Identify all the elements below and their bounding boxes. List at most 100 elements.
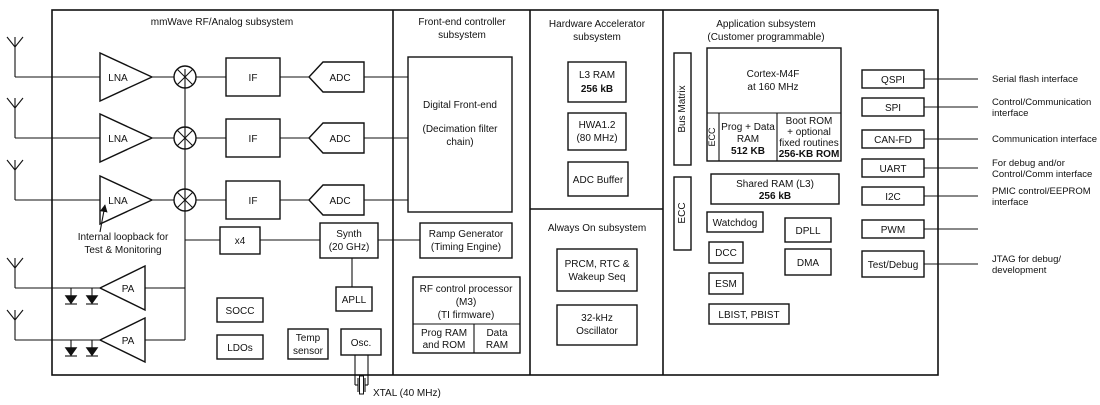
prog-data-ram-label-2: RAM xyxy=(737,134,759,145)
osc-label: Osc. xyxy=(351,338,372,349)
interface-name: UART xyxy=(879,164,906,175)
dfe-label-3: (Decimation filter xyxy=(422,124,498,135)
esm-label: ESM xyxy=(715,279,737,290)
boot-rom-label-1: Boot ROM xyxy=(786,116,833,127)
synth-label-1: Synth xyxy=(336,229,362,240)
dfe-label-4: chain) xyxy=(446,137,473,148)
ecc-block-left xyxy=(673,176,692,251)
interface-description: Serial flash interface xyxy=(992,74,1078,85)
ecc-label-inner: ECC xyxy=(707,127,717,147)
prcm-label-2: Wakeup Seq xyxy=(569,272,626,283)
bus-matrix-label: Bus Matrix xyxy=(677,85,688,132)
transmit-chains: PA PA xyxy=(6,257,170,364)
rf-control-processor-block xyxy=(412,276,521,354)
apll-block xyxy=(335,286,373,312)
lna-amplifier-icon xyxy=(99,174,154,226)
loopback-note-2: Test & Monitoring xyxy=(84,245,161,256)
l3-ram-size: 256 kB xyxy=(581,84,613,95)
l3-ram-label: L3 RAM xyxy=(579,70,615,81)
interface-name: CAN-FD xyxy=(874,135,912,146)
socc-block xyxy=(216,297,264,323)
interface-description: Communication interface xyxy=(992,134,1097,145)
rx-antenna-icon xyxy=(6,36,24,59)
socc-label: SOCC xyxy=(226,306,255,317)
shared-ram-size: 256 kB xyxy=(759,191,791,202)
hwa-subsystem-title-1: Hardware Accelerator xyxy=(549,19,646,30)
rf-subsystem-title: mmWave RF/Analog subsystem xyxy=(151,17,293,28)
dpll-block xyxy=(784,217,832,243)
prog-data-ram-size: 512 KB xyxy=(731,146,765,157)
x4-label: x4 xyxy=(235,236,246,247)
esd-diode-icon xyxy=(64,295,78,305)
hwa-subsystem-title-2: subsystem xyxy=(573,32,621,43)
adc-label: ADC xyxy=(329,134,350,145)
interface-description: For debug and/or xyxy=(992,158,1065,169)
osc32k-label-1: 32-kHz xyxy=(581,313,613,324)
interface-name: I2C xyxy=(885,192,901,203)
lna-amplifier-icon xyxy=(99,112,154,164)
adc-buffer-block xyxy=(567,161,629,197)
app-subsystem-title-1: Application subsystem xyxy=(716,19,816,30)
ecc-label-left: ECC xyxy=(677,202,688,223)
if-block xyxy=(225,118,281,158)
interface-name: SPI xyxy=(885,103,901,114)
xtal-label: XTAL (40 MHz) xyxy=(373,388,441,399)
rfctl-label-1: RF control processor xyxy=(420,284,513,295)
interface-description: PMIC control/EEPROM xyxy=(992,186,1091,197)
tx-antenna-icon xyxy=(6,257,24,280)
tx-chain-2: PA xyxy=(6,309,170,364)
interface-description: Control/Communication xyxy=(992,97,1091,108)
ramp-generator-block xyxy=(419,222,513,259)
if-label: IF xyxy=(249,73,258,84)
esd-diode-icon xyxy=(85,295,99,305)
interface-name: PWM xyxy=(881,225,905,236)
tx-antenna-icon xyxy=(6,309,24,332)
rx-antenna-icon xyxy=(6,97,24,120)
if-label: IF xyxy=(249,134,258,145)
lbist-block xyxy=(708,303,790,325)
x4-multiplier-block xyxy=(219,226,261,255)
if-block xyxy=(225,180,281,220)
esd-diode-icon xyxy=(85,347,99,357)
dma-block xyxy=(784,248,832,276)
rfctl-label-3: (TI firmware) xyxy=(438,310,495,321)
ldos-label: LDOs xyxy=(227,343,253,354)
cortex-m4f-block xyxy=(706,47,842,162)
digital-front-end-block xyxy=(407,56,513,213)
rx-antenna-icon xyxy=(6,159,24,182)
ramp-label-2: (Timing Engine) xyxy=(431,242,501,253)
apll-label: APLL xyxy=(342,295,367,306)
boot-rom-label-3: fixed routines xyxy=(779,138,838,149)
prog-ram-label-1: Prog RAM xyxy=(421,328,467,339)
adc-label: ADC xyxy=(329,73,350,84)
lna-amplifier-icon xyxy=(99,51,154,103)
synth-label-2: (20 GHz) xyxy=(329,242,370,253)
lna-label: LNA xyxy=(108,196,128,207)
adc-label: ADC xyxy=(329,196,350,207)
hwa12-label-2: (80 MHz) xyxy=(576,133,617,144)
pa-label: PA xyxy=(122,284,135,295)
esd-diode-icon xyxy=(64,347,78,357)
tx-chain-1: PA xyxy=(6,257,170,312)
chip-outline xyxy=(51,9,939,376)
interface-name: Test/Debug xyxy=(868,260,919,271)
osc-block xyxy=(340,328,382,356)
fec-subsystem-title-1: Front-end controller xyxy=(418,17,506,28)
cortex-label-2: at 160 MHz xyxy=(747,82,798,93)
prog-data-ram-label-1: Prog + Data xyxy=(721,122,775,133)
interface-description: JTAG for debug/ xyxy=(992,254,1061,265)
lna-label: LNA xyxy=(108,134,128,145)
ldos-block xyxy=(216,334,264,360)
cortex-label-1: Cortex-M4F xyxy=(747,69,800,80)
adc-buffer-label: ADC Buffer xyxy=(573,175,624,186)
shared-ram-label: Shared RAM (L3) xyxy=(736,179,814,190)
bus-matrix-block xyxy=(673,52,692,166)
pa-label: PA xyxy=(122,336,135,347)
ramp-label-1: Ramp Generator xyxy=(429,229,504,240)
